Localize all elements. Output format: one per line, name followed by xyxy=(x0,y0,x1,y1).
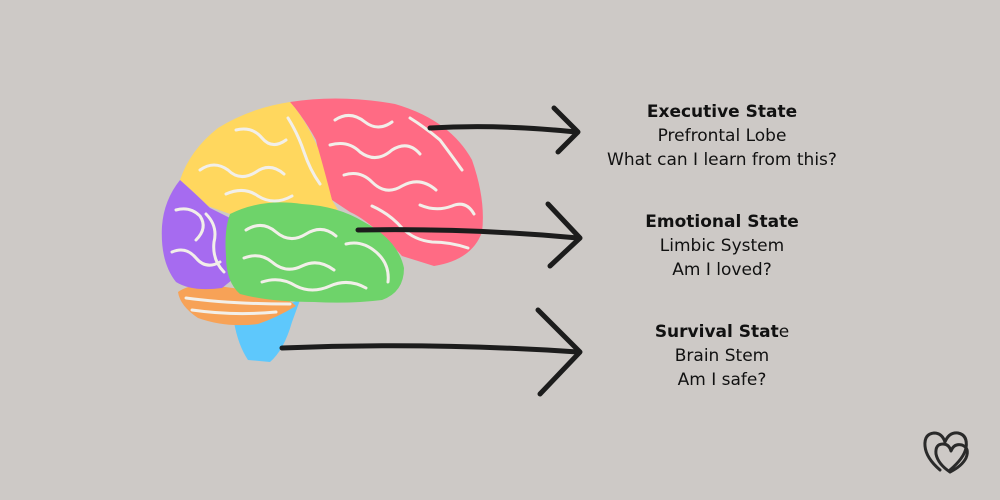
executive-state-question: What can I learn from this? xyxy=(607,150,837,170)
arrow-executive xyxy=(427,124,579,135)
brain-folds xyxy=(170,114,476,316)
emotional-state-title: Emotional State xyxy=(645,212,799,232)
double-heart-icon xyxy=(923,431,969,474)
arrow-survival-head xyxy=(535,307,583,397)
emotional-state-question: Am I loved? xyxy=(672,260,772,280)
brain-stem-region xyxy=(234,300,300,362)
emotional-state-region: Limbic System xyxy=(659,236,785,256)
survival-state-title: Survival State xyxy=(654,322,790,342)
frontal-lobe-region xyxy=(290,98,483,266)
executive-state-region: Prefrontal Lobe xyxy=(657,126,787,146)
arrow-emotional xyxy=(355,227,581,241)
executive-state-block: Executive State Prefrontal Lobe What can… xyxy=(600,100,844,172)
arrow-emotional-head xyxy=(545,201,583,269)
survival-state-region: Brain Stem xyxy=(674,346,770,366)
emotional-state-block: Emotional State Limbic System Am I loved… xyxy=(600,210,844,282)
arrow-executive-head xyxy=(551,105,581,155)
arrows xyxy=(279,105,583,397)
survival-state-question: Am I safe? xyxy=(677,370,767,390)
arrow-survival xyxy=(279,343,581,355)
occipital-lobe-region xyxy=(161,180,232,290)
survival-state-block: Survival State Brain Stem Am I safe? xyxy=(600,320,844,392)
executive-state-title: Executive State xyxy=(646,102,798,122)
parietal-lobe-region xyxy=(180,102,338,214)
